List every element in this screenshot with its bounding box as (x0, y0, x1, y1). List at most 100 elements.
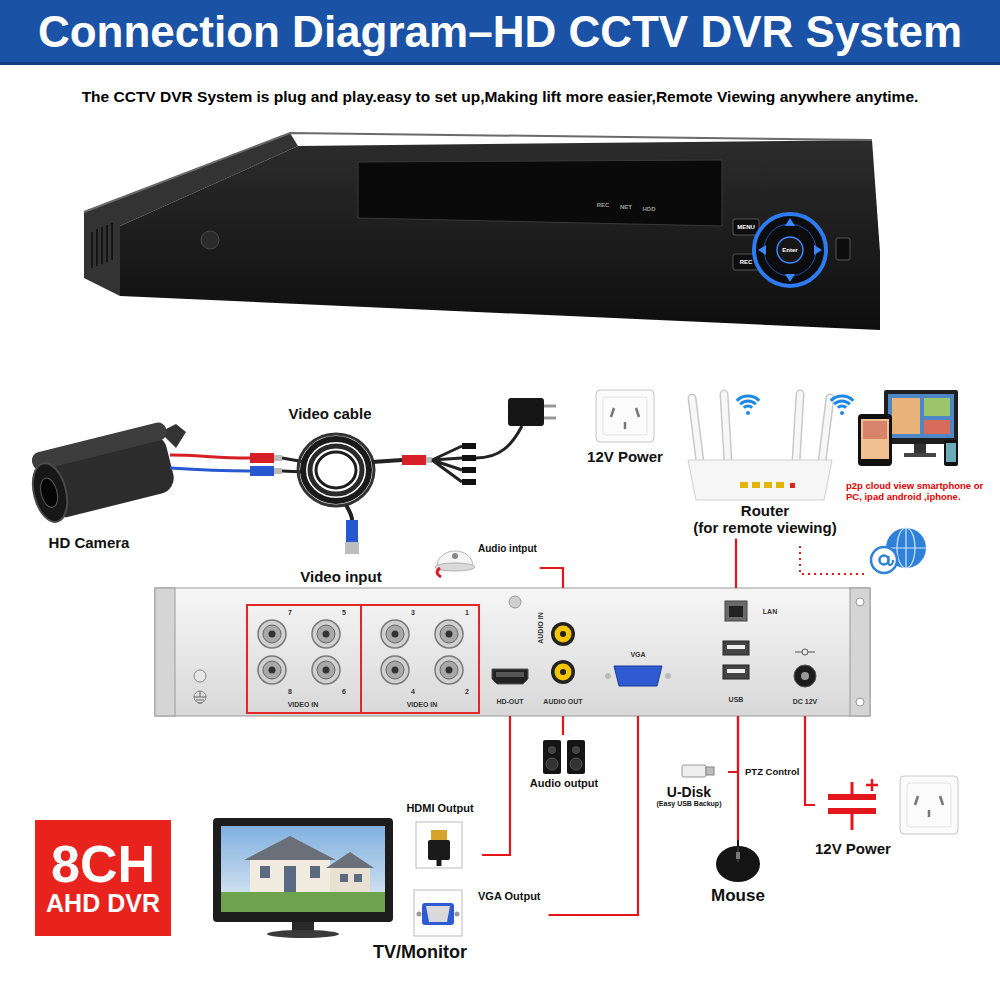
port-label: USB (729, 696, 744, 704)
port-label-holder: 2 (465, 688, 469, 696)
dvr-vent (92, 223, 112, 268)
lawn (221, 892, 385, 912)
tablet-screen (861, 419, 889, 459)
speaker-cone (570, 758, 582, 770)
port-label-holder: DC 12V (793, 698, 818, 706)
side-button (836, 238, 850, 260)
globe (886, 528, 926, 568)
title: Connection Diagram–HD CCTV DVR System (38, 7, 962, 58)
label-holder: REC (597, 202, 610, 209)
component-label: Mouse (711, 886, 765, 906)
email-badge (871, 547, 897, 573)
edge-label: PTZ Control (743, 767, 801, 778)
pc-stand (914, 444, 926, 454)
bnc-port (323, 631, 330, 638)
port-label-holder: 4 (411, 688, 415, 696)
house-roof (326, 852, 374, 868)
ground-terminal (194, 691, 206, 703)
usb-port-tongue (727, 645, 745, 649)
plug-tip (274, 455, 282, 461)
port-label: AUDIO IN (537, 612, 545, 644)
dc-symbol (828, 797, 876, 811)
pc-screen-photo (892, 398, 920, 434)
port-label-holder: AUDIO IN (537, 612, 545, 644)
wall-outlet (596, 390, 654, 442)
tv-screen (221, 826, 385, 912)
microphone-base (435, 563, 475, 571)
wire-connector (482, 716, 510, 855)
camera-face (27, 460, 73, 526)
pc-monitor (884, 390, 958, 444)
bnc-port (435, 620, 463, 648)
bnc-port (269, 667, 276, 674)
bnc-plug (250, 466, 274, 476)
enter-button (777, 237, 803, 263)
indicator-label: REC (597, 202, 610, 209)
title-bar (0, 0, 1000, 64)
dc-jack (794, 665, 816, 687)
bnc-port (258, 656, 286, 684)
wifi-icon (737, 396, 760, 408)
wire-connector (737, 716, 739, 840)
wall-outlet-face (603, 397, 647, 435)
speaker (567, 740, 585, 774)
component-sublabel: (for remote viewing) (693, 519, 836, 536)
pc-screen-photo (924, 398, 950, 416)
bnc-port (381, 656, 409, 684)
u-disk: U-Disk(Easy USB Backup) (650, 760, 728, 810)
part-label: Video cable (288, 405, 371, 422)
port-label: VGA (630, 651, 645, 659)
port-label-holder: USB (729, 696, 744, 704)
camera-lens (38, 476, 61, 509)
port-label: HD-OUT (496, 698, 523, 706)
port-label-holder: VIDEO IN (288, 701, 319, 709)
bnc-port (446, 631, 453, 638)
port-label-holder: 8 (288, 688, 292, 696)
indicator-label: HDD (643, 206, 656, 213)
mouse-wheel (736, 852, 740, 859)
caption: The CCTV DVR System is plug and play.eas… (82, 88, 919, 106)
microphone-cable (437, 568, 441, 577)
cable-coil (316, 452, 356, 488)
bnc-port (435, 656, 463, 684)
wifi-dot (840, 411, 844, 415)
plug-tip (426, 457, 432, 463)
component-sublabel: (Easy USB Backup) (657, 800, 722, 808)
usb-stick-tip (706, 767, 714, 775)
label-holder: HDD (643, 206, 656, 213)
dc-jack-pin (801, 672, 809, 680)
port-label-holder: 7 (288, 609, 292, 617)
mouse-cable (737, 840, 739, 847)
router: Router(for remote viewing) (670, 390, 860, 539)
bnc-port (392, 667, 399, 674)
audio-output-speaker: Audio output (516, 735, 612, 792)
cable-coil (298, 434, 374, 506)
bnc-port (381, 620, 409, 648)
port-label: 3 (411, 609, 415, 617)
tablet (858, 414, 892, 466)
globe-lines (886, 528, 926, 568)
wire-connector (562, 716, 564, 735)
lan-port-inner (729, 606, 743, 617)
tv-bezel (213, 818, 393, 922)
port-label: AUDIO OUT (543, 698, 582, 706)
bnc-port (440, 661, 458, 679)
dvr-front (120, 140, 880, 330)
vga-plug-screw (455, 912, 460, 917)
panel-ear (155, 588, 175, 716)
dvr-display (358, 160, 722, 226)
port-label-holder: HD-OUT (496, 698, 523, 706)
component-label: 8CH (51, 838, 155, 890)
vga-plug-screw (417, 912, 422, 917)
port-label: 7 (288, 609, 292, 617)
vga-icon-frame (414, 890, 462, 936)
component-label: Router (741, 502, 789, 519)
wall-outlet-face (907, 783, 951, 827)
pc-screen-photo (924, 420, 950, 434)
splitter-plugs (462, 443, 476, 485)
wire-connector (728, 716, 738, 772)
house-windows (260, 866, 362, 892)
component-sublabel: AHD DVR (46, 890, 160, 918)
usb-port-tongue (727, 669, 745, 673)
vga-port (614, 666, 662, 686)
